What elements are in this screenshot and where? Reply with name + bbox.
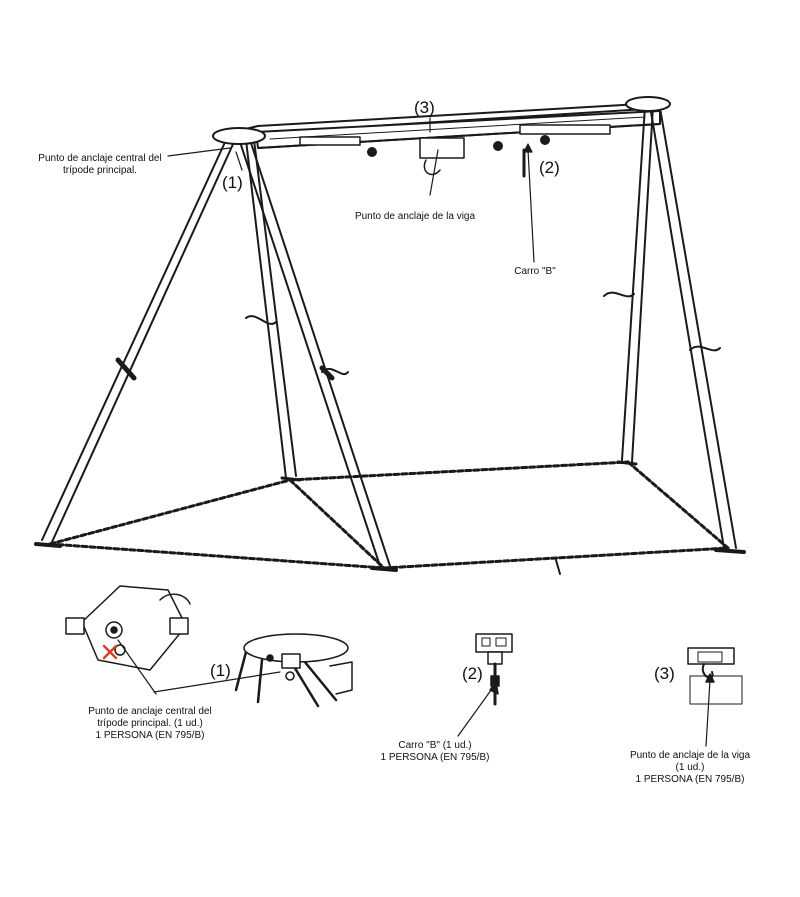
right-tripod-legs (603, 96, 746, 554)
detail-1-line-1: Punto de anclaje central del (88, 706, 212, 717)
detail-2-number: (2) (462, 664, 483, 683)
detail-3-line-1: Punto de anclaje de la viga (629, 750, 751, 761)
main-callout-2-number: (2) (539, 158, 560, 177)
main-callout-1-line-2: trípode principal. (63, 165, 137, 176)
main-callout-3-number: (3) (414, 98, 435, 117)
top-beam (215, 103, 663, 159)
detail-3-line-2: (1 ud.) (675, 762, 705, 773)
detail-3-text: Punto de anclaje de la viga (1 ud.) 1 PE… (615, 750, 765, 786)
detail-1-line-2: trípode principal. (1 ud.) (97, 718, 203, 729)
main-callout-1-text: Punto de anclaje central del trípode pri… (30, 153, 170, 177)
detail-2-line-2: 1 PERSONA (EN 795/B) (380, 752, 490, 763)
detail-1-line-3: 1 PERSONA (EN 795/B) (95, 730, 205, 741)
detail-3-number: (3) (654, 664, 675, 683)
main-callout-3-text: Punto de anclaje de la viga (354, 211, 476, 222)
main-callout-2-text: Carro "B" (514, 266, 556, 277)
detail-2-text: Carro "B" (1 ud.) 1 PERSONA (EN 795/B) (365, 740, 505, 764)
ground-chains (48, 460, 730, 570)
detail-2-illustration (457, 633, 513, 737)
main-callout-1-number: (1) (222, 173, 243, 192)
detail-1-number: (1) (210, 661, 231, 680)
detail-1-illustration (65, 585, 353, 708)
left-tripod-legs (34, 127, 398, 572)
main-callout-1-line-1: Punto de anclaje central del (38, 153, 162, 164)
detail-3-illustration (687, 647, 743, 747)
detail-3-line-3: 1 PERSONA (EN 795/B) (635, 774, 745, 785)
detail-1-text: Punto de anclaje central del trípode pri… (70, 706, 230, 742)
main-callout-leaders (167, 117, 535, 263)
detail-2-line-1: Carro "B" (1 ud.) (398, 740, 472, 751)
